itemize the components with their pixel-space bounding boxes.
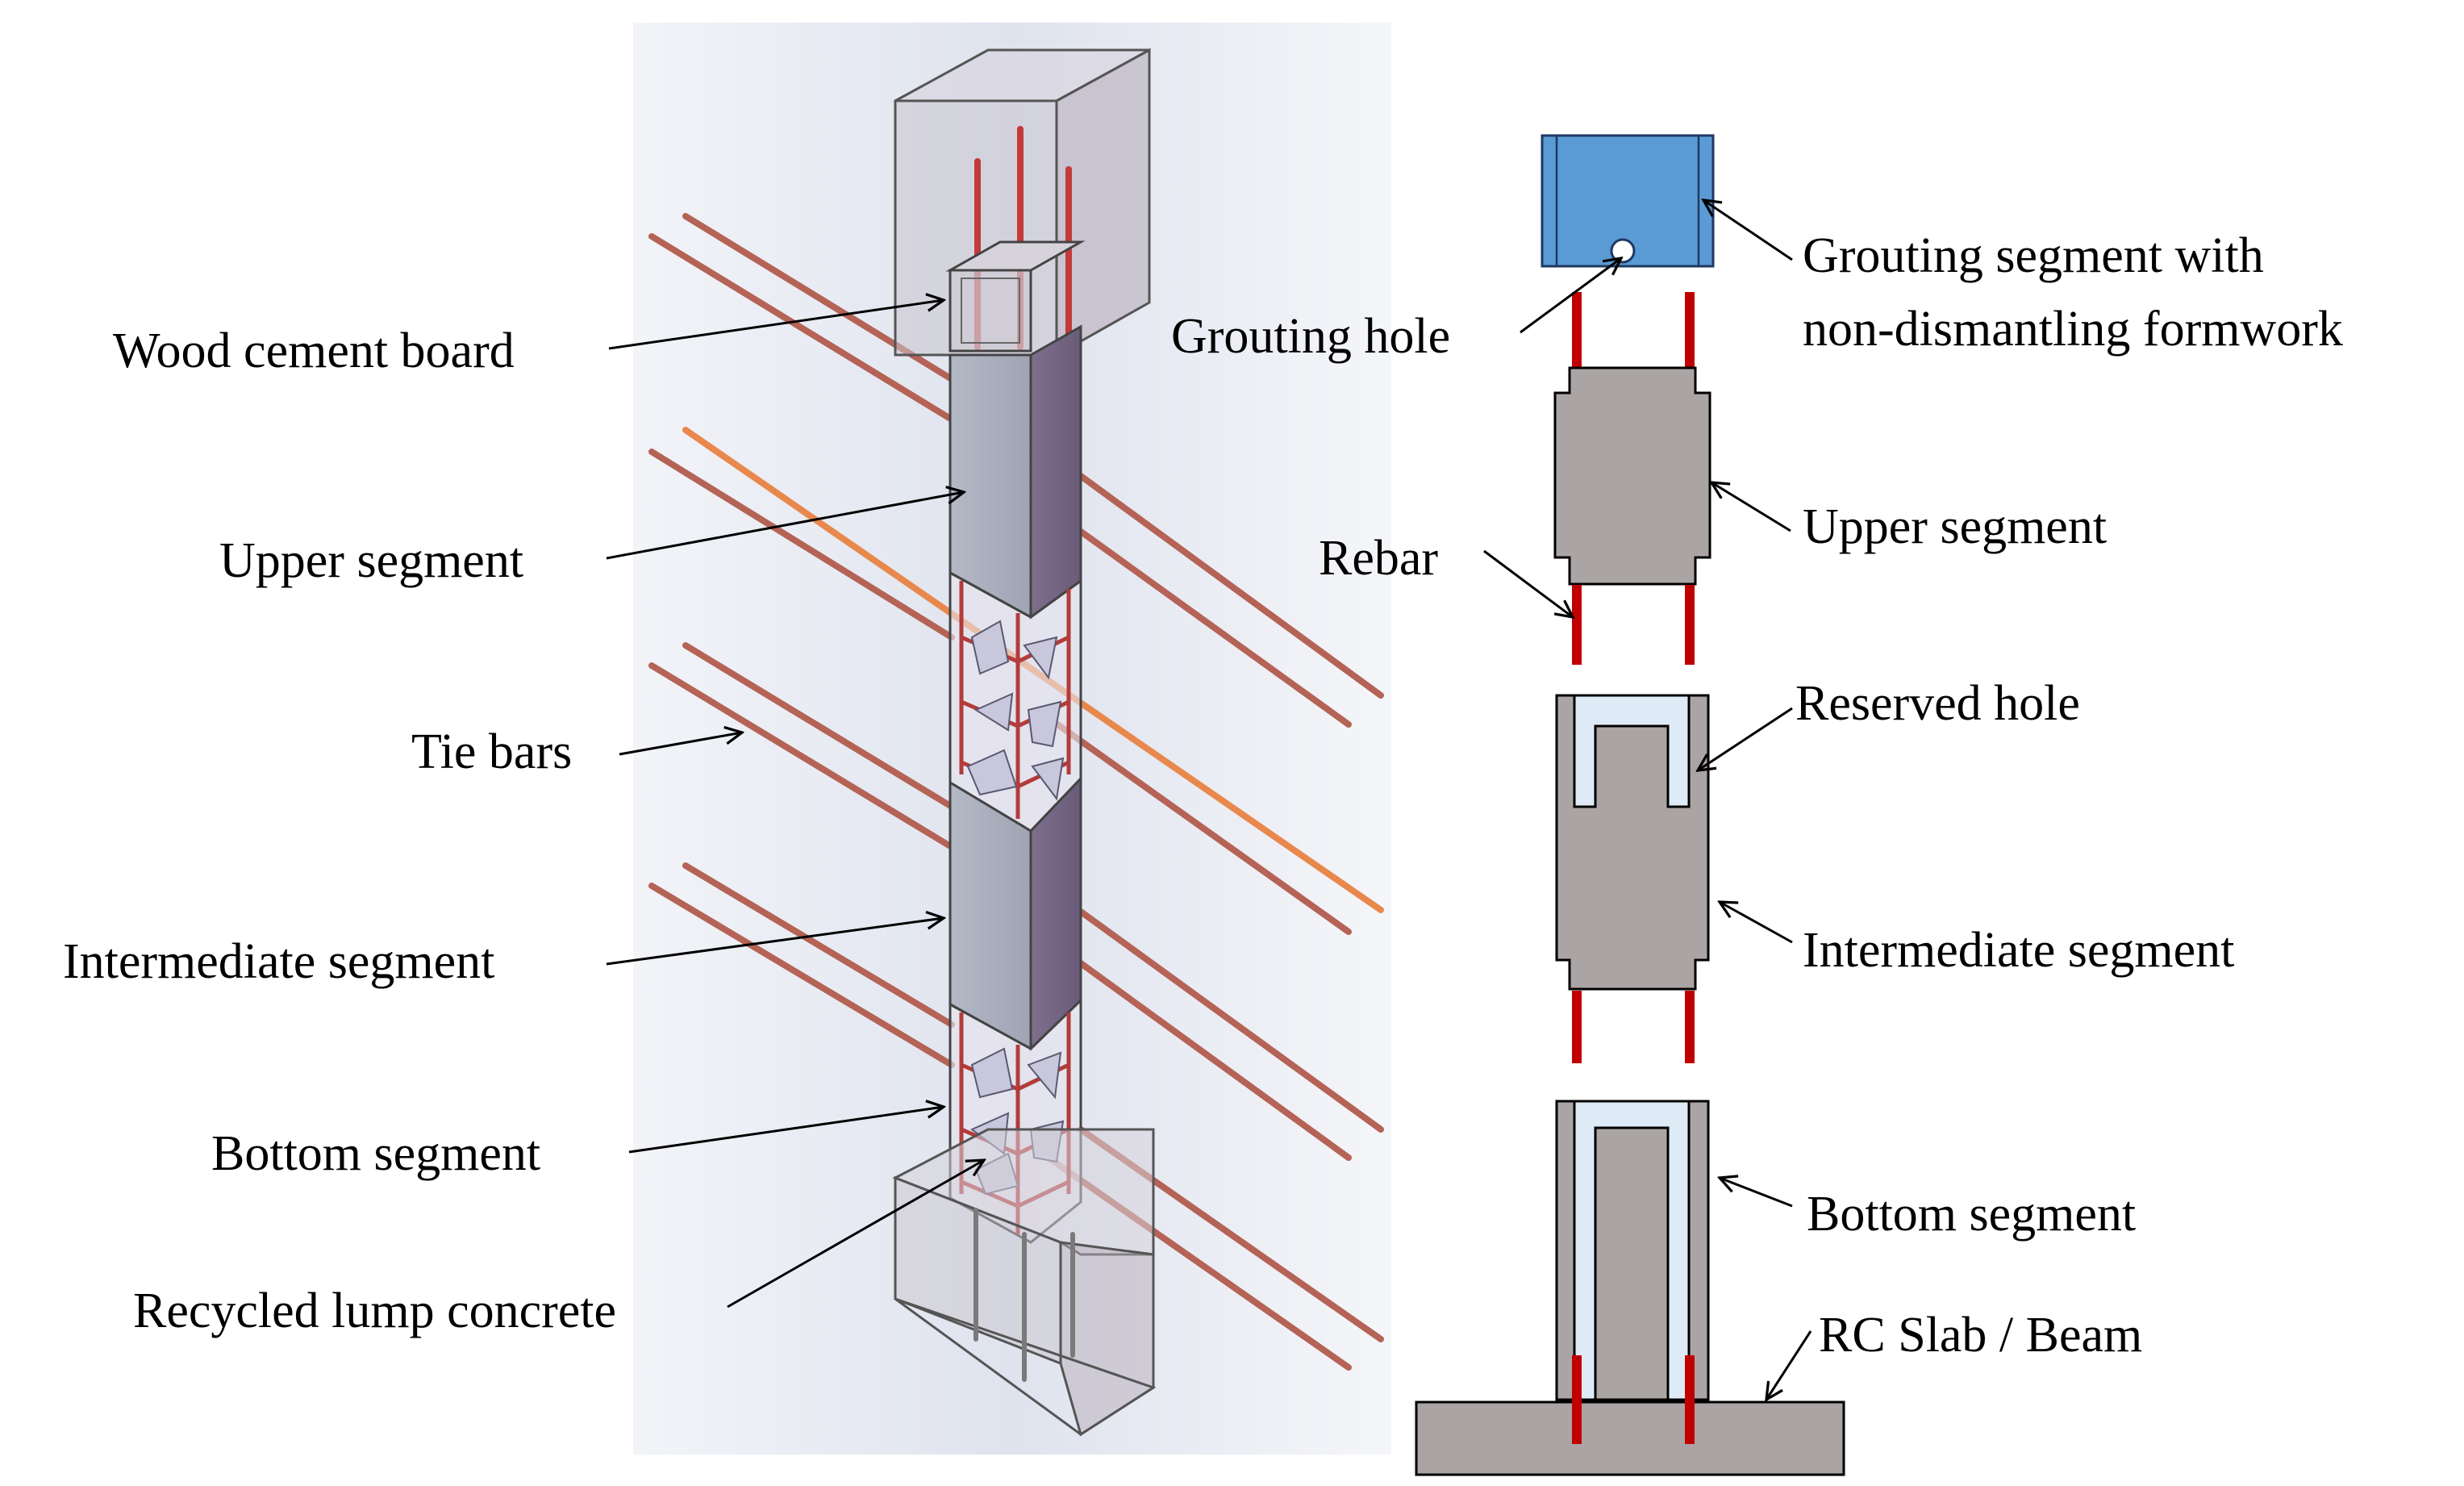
bottom-foundation-box bbox=[892, 1128, 1157, 1437]
label-bottom-segment-3d: Bottom segment bbox=[211, 1126, 540, 1181]
upper-segment-3d bbox=[948, 324, 1082, 620]
right-labels: Grouting segment with non-dismantling fo… bbox=[1171, 228, 2343, 1363]
label-grouting-segment-line2: non-dismantling formwork bbox=[1803, 302, 2343, 357]
label-upper-segment-schematic: Upper segment bbox=[1803, 499, 2107, 554]
tie-bars bbox=[648, 213, 1384, 1371]
label-intermediate-segment-3d: Intermediate segment bbox=[63, 934, 494, 989]
grouting-hole-shape bbox=[1610, 238, 1636, 264]
label-wood-cement-board: Wood cement board bbox=[113, 323, 515, 378]
rebars-intermediate bbox=[1572, 991, 1695, 1063]
label-rc-slab-beam: RC Slab / Beam bbox=[1819, 1308, 2142, 1363]
reserved-hole-shape bbox=[1573, 694, 1691, 808]
rebars-top bbox=[1572, 292, 1695, 367]
left-labels: Wood cement board Upper segment Tie bars… bbox=[63, 323, 616, 1338]
elevation-schematic bbox=[1415, 134, 1845, 1476]
right-leader-arrows bbox=[1483, 200, 1812, 1400]
label-rebar: Rebar bbox=[1319, 531, 1438, 586]
label-tie-bars: Tie bars bbox=[411, 724, 572, 779]
rebars-upper bbox=[1572, 585, 1695, 665]
label-intermediate-segment-schematic: Intermediate segment bbox=[1803, 923, 2234, 978]
wood-cement-board-frame bbox=[945, 240, 1086, 353]
column-3d-render bbox=[633, 23, 1391, 1455]
label-bottom-segment-schematic: Bottom segment bbox=[1807, 1187, 2136, 1242]
label-reserved-hole: Reserved hole bbox=[1795, 676, 2080, 731]
left-leader-arrows bbox=[606, 300, 984, 1309]
upper-cage bbox=[948, 570, 1082, 833]
grouting-segment-shape bbox=[1541, 134, 1715, 268]
intermediate-segment-shape bbox=[1555, 694, 1710, 991]
upper-segment-shape bbox=[1553, 366, 1711, 586]
intermediate-segment-3d bbox=[948, 775, 1082, 1052]
label-recycled-lump-concrete: Recycled lump concrete bbox=[133, 1284, 616, 1338]
bottom-segment-shape bbox=[1555, 1100, 1710, 1440]
rc-slab-shape bbox=[1415, 1400, 1845, 1476]
label-grouting-segment-line1: Grouting segment with bbox=[1803, 228, 2264, 283]
label-upper-segment-3d: Upper segment bbox=[219, 533, 523, 588]
label-grouting-hole: Grouting hole bbox=[1171, 309, 1450, 364]
